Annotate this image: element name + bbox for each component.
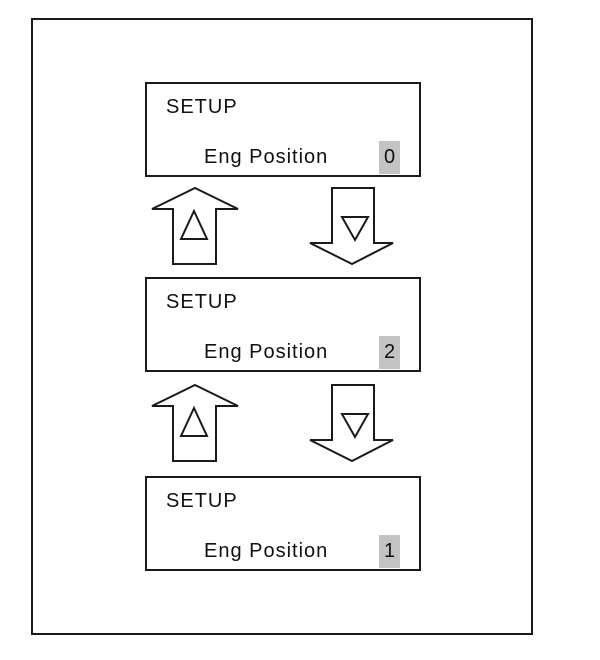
field-value-highlighted: 2 (379, 336, 400, 369)
panel-title: SETUP (166, 490, 238, 512)
lcd-panel-eng-position-2: SETUP Eng Position 2 (145, 277, 421, 372)
up-arrow-icon (151, 187, 239, 265)
diagram-frame: SETUP Eng Position 0 SETUP Eng Position … (31, 18, 533, 635)
lcd-panel-eng-position-0: SETUP Eng Position 0 (145, 82, 421, 177)
panel-title: SETUP (166, 96, 238, 118)
field-label: Eng Position (204, 146, 329, 168)
up-arrow-icon (151, 384, 239, 462)
field-value-highlighted: 0 (379, 141, 400, 174)
down-arrow-icon (309, 187, 394, 265)
field-label: Eng Position (204, 341, 329, 363)
down-arrow-icon (309, 384, 394, 462)
field-label: Eng Position (204, 540, 329, 562)
lcd-panel-eng-position-1: SETUP Eng Position 1 (145, 476, 421, 571)
panel-title: SETUP (166, 291, 238, 313)
field-value-highlighted: 1 (379, 535, 400, 568)
